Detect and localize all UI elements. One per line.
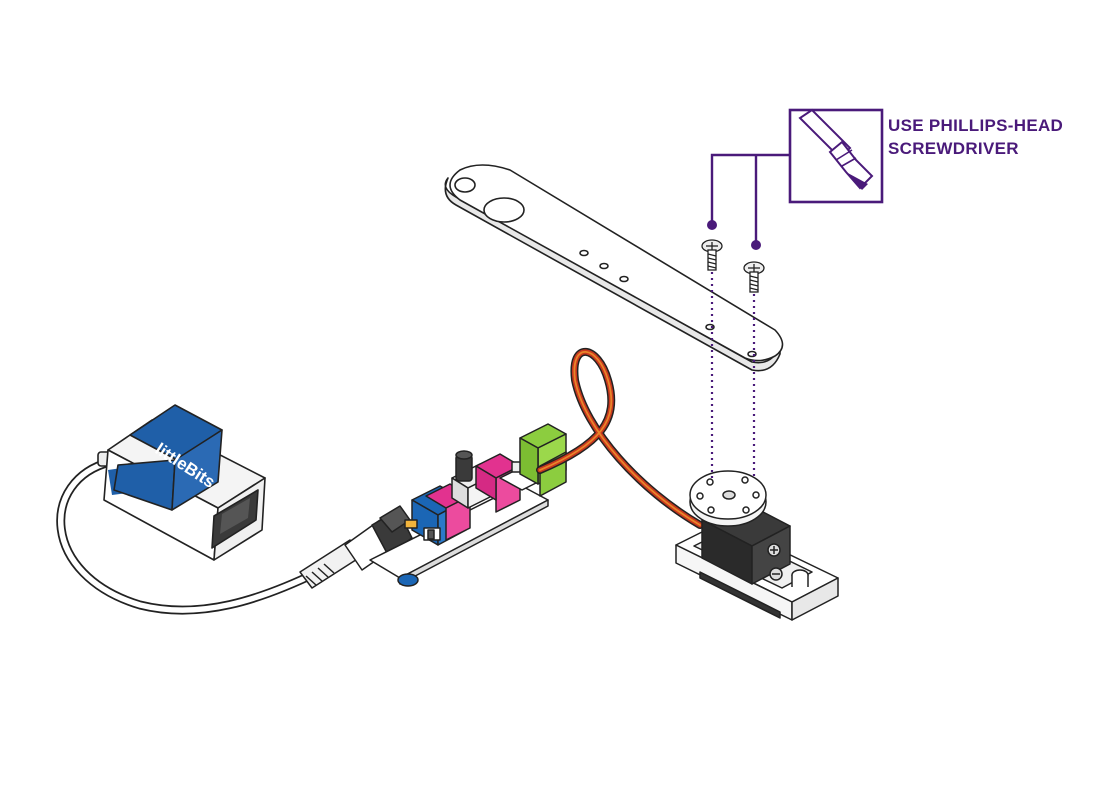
screw-right (743, 261, 765, 293)
battery (97, 404, 266, 561)
leader-dot-right (751, 240, 761, 250)
callout-line-1: USE PHILLIPS-HEAD (888, 116, 1064, 135)
callout-line-2: SCREWDRIVER (888, 139, 1019, 158)
servo-arm (444, 164, 784, 372)
callout-leader (710, 153, 790, 244)
alignment-guides (710, 272, 756, 482)
screw-left (701, 239, 723, 271)
callout-text: USE PHILLIPS-HEAD SCREWDRIVER (888, 114, 1063, 160)
servo-horn (689, 470, 767, 527)
screwdriver-icon (788, 108, 884, 204)
leader-dot-left (707, 220, 717, 230)
cable-connector (299, 505, 413, 589)
battery-cable (56, 457, 323, 615)
servo-wire (536, 347, 704, 529)
